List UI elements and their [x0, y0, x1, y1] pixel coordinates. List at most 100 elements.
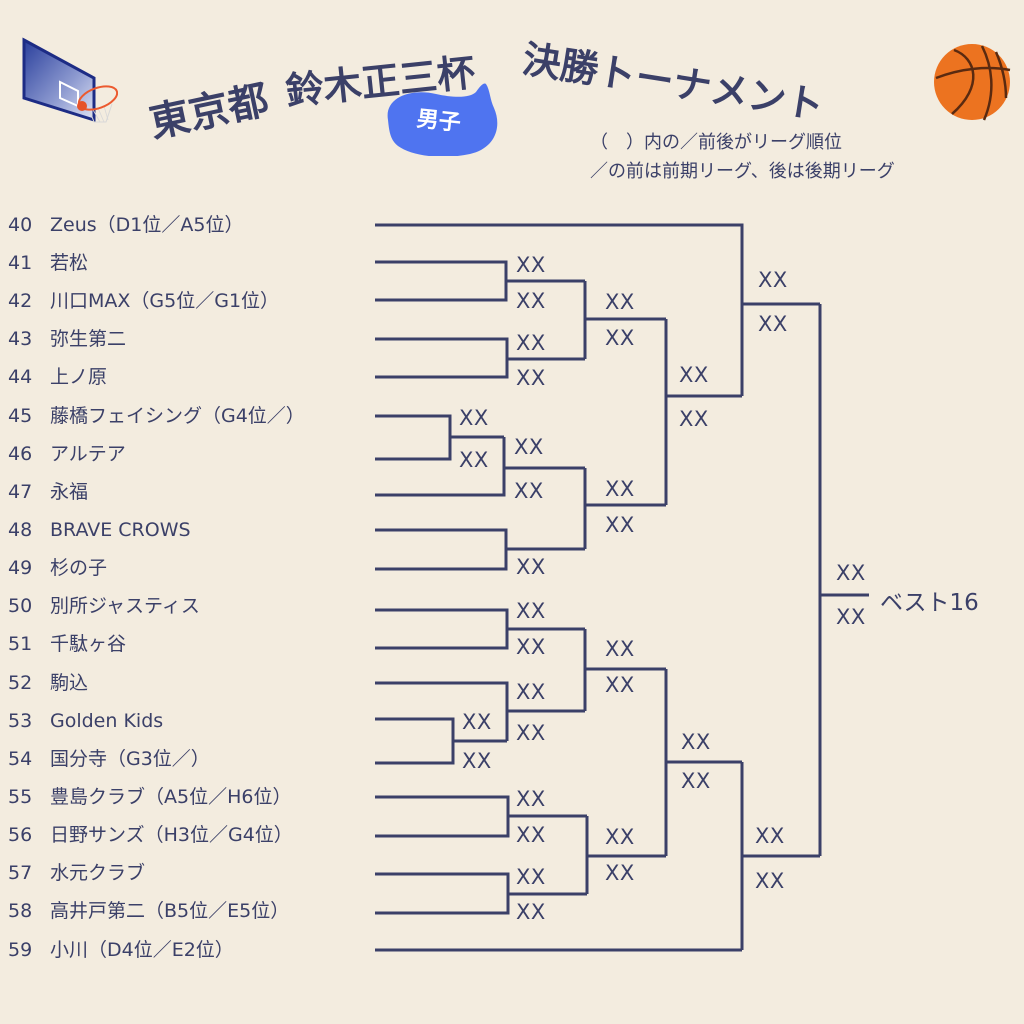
team-row: 41 若松 — [8, 252, 88, 274]
score-label: XX — [514, 435, 544, 459]
team-name: Golden Kids — [50, 710, 164, 732]
team-row: 57 水元クラブ — [8, 862, 145, 884]
score-label: XX — [605, 637, 635, 661]
team-row: 47 永福 — [8, 481, 88, 503]
score-label: XX — [755, 824, 785, 848]
team-name: 別所ジャスティス — [50, 595, 200, 617]
score-label: XX — [516, 555, 546, 579]
team-row: 48 BRAVE CROWS — [8, 519, 191, 541]
score-label: XX — [516, 721, 546, 745]
score-label: XX — [681, 769, 711, 793]
team-name: 国分寺（G3位／） — [50, 748, 210, 770]
legend-notes: （ ）内の／前後がリーグ順位 ／の前は前期リーグ、後は後期リーグ — [590, 128, 895, 186]
score-label: XX — [605, 513, 635, 537]
score-label: XX — [758, 268, 788, 292]
score-label: XX — [516, 366, 546, 390]
score-label: XX — [516, 900, 546, 924]
team-seed: 40 — [8, 214, 33, 236]
team-seed: 52 — [8, 672, 33, 694]
score-label: XX — [836, 561, 866, 585]
score-label: XX — [605, 825, 635, 849]
score-label: XX — [516, 253, 546, 277]
score-label: XX — [516, 331, 546, 355]
team-row: 54 国分寺（G3位／） — [8, 748, 210, 770]
team-name: 豊島クラブ（A5位／H6位） — [50, 786, 292, 808]
score-label: XX — [516, 680, 546, 704]
team-name: 日野サンズ（H3位／G4位） — [50, 824, 293, 846]
team-name: 永福 — [50, 481, 89, 503]
score-label: XX — [459, 406, 489, 430]
score-label: XX — [516, 635, 546, 659]
result-label: ベスト16 — [880, 590, 979, 616]
score-label: XX — [605, 861, 635, 885]
team-name: 小川（D4位／E2位） — [50, 939, 234, 961]
team-seed: 56 — [8, 824, 33, 846]
team-seed: 47 — [8, 481, 33, 503]
score-label: XX — [679, 407, 709, 431]
team-row: 50 別所ジャスティス — [8, 595, 200, 617]
team-seed: 45 — [8, 405, 33, 427]
category-badge: 男子 — [378, 82, 500, 157]
team-name: BRAVE CROWS — [50, 519, 191, 541]
team-seed: 42 — [8, 290, 33, 312]
team-row: 53 Golden Kids — [8, 710, 163, 732]
score-label: XX — [679, 363, 709, 387]
speech-bubble-icon — [387, 83, 498, 157]
team-row: 46 アルテア — [8, 443, 126, 465]
team-seed: 57 — [8, 862, 33, 884]
team-name: 弥生第二 — [50, 328, 127, 350]
team-row: 58 高井戸第二（B5位／E5位） — [8, 900, 289, 922]
team-seed: 53 — [8, 710, 33, 732]
team-seed: 51 — [8, 633, 33, 655]
score-label: XX — [459, 448, 489, 472]
team-name: 高井戸第二（B5位／E5位） — [50, 900, 290, 922]
team-row: 52 駒込 — [8, 672, 88, 694]
team-seed: 43 — [8, 328, 33, 350]
basketball-icon — [934, 44, 1011, 121]
team-row: 55 豊島クラブ（A5位／H6位） — [8, 786, 291, 808]
team-name: 千駄ヶ谷 — [50, 633, 127, 655]
score-label: XX — [755, 869, 785, 893]
team-name: 川口MAX（G5位／G1位） — [50, 290, 280, 312]
team-name: 藤橋フェイシング（G4位／） — [50, 405, 305, 427]
score-label: XX — [516, 865, 546, 889]
team-name: 水元クラブ — [50, 862, 146, 884]
team-row: 51 千駄ヶ谷 — [8, 633, 126, 655]
team-seed: 59 — [8, 939, 33, 961]
team-name: アルテア — [50, 443, 126, 465]
score-label: XX — [516, 787, 546, 811]
team-name: 駒込 — [50, 672, 89, 694]
team-row: 59 小川（D4位／E2位） — [8, 939, 234, 961]
team-seed: 55 — [8, 786, 33, 808]
team-seed: 54 — [8, 748, 33, 770]
score-label: XX — [605, 290, 635, 314]
score-label: XX — [462, 710, 492, 734]
team-row: 45 藤橋フェイシング（G4位／） — [8, 405, 305, 427]
score-label: XX — [516, 823, 546, 847]
team-seed: 44 — [8, 366, 33, 388]
score-label: XX — [516, 599, 546, 623]
team-seed: 46 — [8, 443, 33, 465]
team-row: 42 川口MAX（G5位／G1位） — [8, 290, 279, 312]
team-name: 杉の子 — [50, 557, 108, 579]
team-row: 44 上ノ原 — [8, 366, 107, 388]
team-seed: 48 — [8, 519, 33, 541]
score-label: XX — [758, 312, 788, 336]
team-seed: 41 — [8, 252, 33, 274]
team-row: 56 日野サンズ（H3位／G4位） — [8, 824, 293, 846]
score-label: XX — [836, 605, 866, 629]
basketball-hoop-icon — [22, 37, 118, 123]
score-label: XX — [605, 326, 635, 350]
score-label: XX — [681, 730, 711, 754]
team-row: 40 Zeus（D1位／A5位） — [8, 214, 243, 236]
team-seed: 58 — [8, 900, 33, 922]
score-label: XX — [516, 289, 546, 313]
team-name: 若松 — [50, 252, 89, 274]
team-name: Zeus（D1位／A5位） — [50, 214, 244, 236]
score-label: XX — [514, 479, 544, 503]
team-seed: 50 — [8, 595, 33, 617]
team-name: 上ノ原 — [50, 366, 108, 388]
score-label: XX — [605, 673, 635, 697]
